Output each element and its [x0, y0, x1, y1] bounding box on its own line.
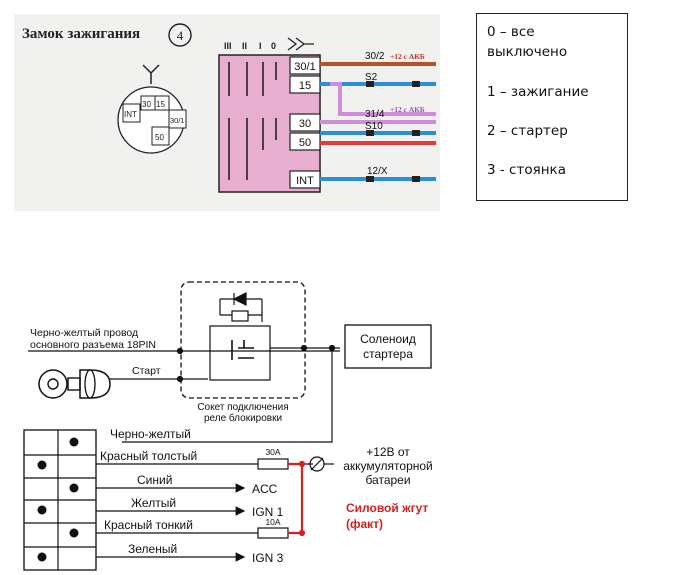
harness-label: (факт)	[346, 517, 383, 531]
position-label: II	[242, 41, 247, 51]
row-wire-label: Синий	[137, 473, 172, 487]
fuse-30a	[257, 458, 289, 470]
harness-label: Силовой жгут	[346, 501, 428, 515]
wire-label: 30/2	[365, 51, 385, 62]
legend-item: 3 - стоянка	[487, 162, 566, 178]
pin-label: 30	[142, 100, 151, 109]
blocking-schematic	[23, 281, 432, 571]
ignition-title: Замок зажигания	[22, 26, 140, 42]
legend-item: 1 – зажигание	[487, 84, 589, 100]
row-wire-label: Красный толстый	[100, 449, 197, 463]
fuse-10a	[257, 527, 289, 539]
relay-socket-label: Сокет подключения	[197, 402, 288, 413]
fuse-label: 30A	[265, 447, 280, 457]
row-wire-label: Желтый	[131, 496, 176, 510]
wire-label: S2	[365, 72, 378, 83]
wire-label: 12/X	[367, 166, 388, 177]
connector-block	[23, 429, 97, 571]
input-label: основного разъема 18PIN	[30, 339, 156, 351]
row-wire-label: Черно-желтый	[110, 427, 191, 441]
fuse-label: 10A	[265, 517, 280, 527]
terminal-label: 50	[299, 137, 311, 149]
terminal-label: INT	[296, 175, 314, 187]
diode-icon	[232, 292, 247, 306]
battery-label: аккумуляторной	[343, 459, 433, 473]
input-label: Черно-желтый провод	[30, 327, 138, 339]
coil-resistor	[231, 310, 249, 322]
relay-contacts-box	[209, 325, 271, 381]
ignition-number: 4	[177, 28, 184, 43]
output-ign1: IGN 1	[252, 505, 284, 519]
power-harness-line	[288, 462, 304, 535]
position-label: III	[224, 41, 232, 51]
legend-item: 2 – стартер	[487, 123, 568, 139]
relay-socket-label: реле блокировки	[204, 412, 282, 424]
schematic-labels: Черно-желтый провод основного разъема 18…	[30, 327, 433, 565]
terminal-label: 30	[299, 118, 311, 130]
switch-block: III II I 0 30/1 15 30 50 INT	[218, 37, 321, 193]
black-yellow-wire	[122, 348, 333, 443]
ignition-panel: Замок зажигания 4 INT 30 15 30/1 50 III …	[14, 14, 440, 211]
wire-note: +12 с АКБ	[390, 105, 425, 114]
position-legend: 0 – все выключено 1 – зажигание 2 – стар…	[476, 13, 628, 201]
position-label: 0	[271, 41, 276, 51]
ignition-key-icon	[38, 369, 111, 399]
connector-sketch: INT 30 15 30/1 50	[117, 64, 187, 154]
ignition-wires: 30/2 +12 с АКБ S2 31/4 +12 с АКБ S10 12/…	[320, 51, 436, 182]
output-acc: ACC	[252, 482, 278, 496]
ignition-number-circle	[168, 23, 192, 47]
output-ign3: IGN 3	[252, 551, 284, 565]
solenoid-label: стартера	[363, 347, 413, 361]
wire-violet	[330, 82, 436, 116]
battery-label: батареи	[365, 473, 410, 487]
ground-arrows-icon	[287, 37, 314, 51]
row-wire-label: Красный тонкий	[104, 518, 193, 532]
pin-label: INT	[124, 110, 137, 119]
wire-label: S10	[365, 121, 383, 132]
pin-label: 30/1	[170, 116, 185, 125]
solenoid-box	[344, 324, 432, 369]
wire-note: +12 с АКБ	[390, 52, 425, 61]
terminal-label: 15	[299, 80, 311, 92]
pin-label: 15	[156, 100, 165, 109]
terminal-label: 30/1	[294, 61, 315, 73]
relay-socket-box	[180, 281, 306, 399]
legend-item: 0 – все выключено	[487, 24, 568, 60]
position-label: I	[259, 41, 262, 51]
start-label: Старт	[132, 365, 161, 377]
key-symbol-icon	[142, 64, 160, 84]
pin-label: 50	[155, 133, 164, 142]
solenoid-label: Соленоид	[360, 332, 416, 346]
wire-label: 31/4	[365, 109, 385, 120]
battery-label: +12В от	[366, 445, 410, 459]
row-wire-label: Зеленый	[128, 542, 177, 556]
